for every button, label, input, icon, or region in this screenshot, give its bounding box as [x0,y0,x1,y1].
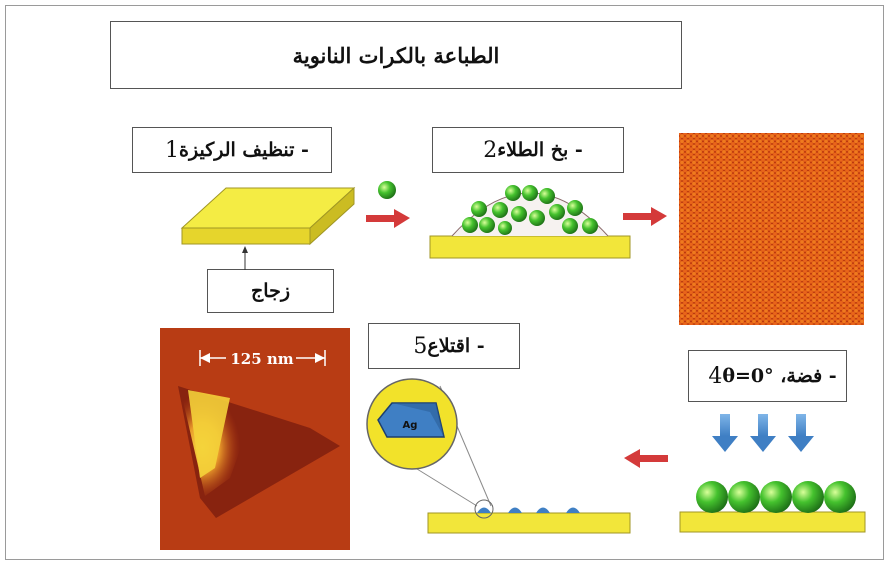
red-arrow-1 [366,209,410,228]
step4-label: - فضة، θ=0° 4 [688,350,847,402]
afm-nanosphere-array-image [679,133,864,325]
deposition-arrows [712,414,814,452]
deposition-substrate [679,481,866,533]
nanosphere-icon [378,181,396,199]
afm-silver-particle-image: 125 nm [160,328,350,550]
red-arrow-2 [623,207,667,226]
step4-text: - فضة، θ=0° [722,365,837,387]
step5-number: 5 [413,333,428,359]
step2-text: - بخ الطلاء [497,139,583,161]
step1-text: - تنظيف الركيزة [179,139,309,161]
glass-label: زجاج [207,269,334,313]
ag-label: Ag [403,420,418,431]
step5-label: - اقتلاع 5 [368,323,520,369]
diagram-title: الطباعة بالكرات النانوية [110,21,682,89]
step5-text: - اقتلاع [427,335,485,357]
magnifier: Ag [366,378,494,519]
liftoff-substrate [427,507,631,534]
scale-bar-label: 125 nm [230,350,293,368]
step2-number: 2 [483,137,498,163]
red-arrow-3 [624,449,668,468]
step1-label: - تنظيف الركيزة 1 [132,127,332,173]
step1-number: 1 [165,137,180,163]
spin-coat-substrate [429,192,631,259]
glass-substrate [180,186,356,246]
step4-number: 4 [708,363,723,389]
nanosphere-cluster [462,185,598,235]
step2-label: - بخ الطلاء 2 [432,127,624,173]
